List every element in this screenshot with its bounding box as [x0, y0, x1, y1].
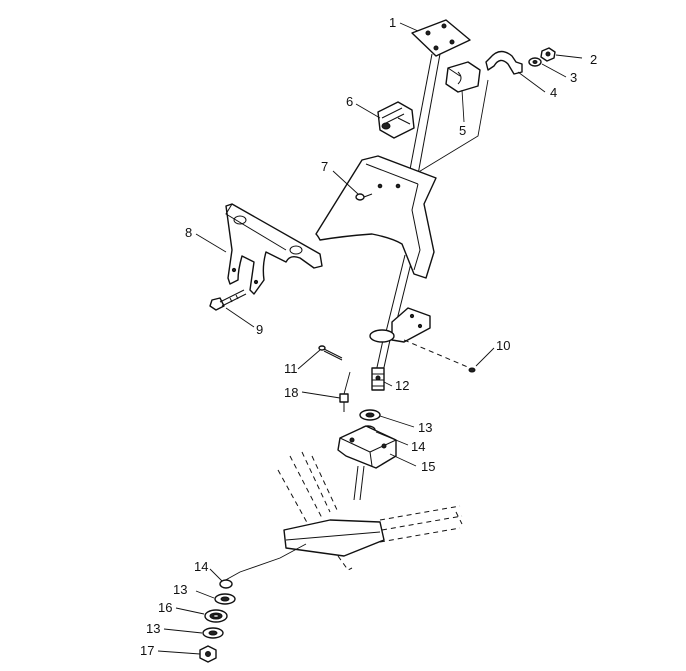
- callout-3: 3: [570, 70, 577, 85]
- callout-6: 6: [346, 94, 353, 109]
- callout-18: 18: [284, 385, 298, 400]
- part-6-rubber-block: [377, 101, 415, 139]
- steering-post: [375, 53, 441, 373]
- callout-1: 1: [389, 15, 396, 30]
- part-4-u-clamp: [485, 50, 523, 75]
- callout-7: 7: [321, 159, 328, 174]
- part-2-nut: [540, 47, 556, 62]
- callout-17: 17: [140, 643, 154, 658]
- callout-15: 15: [421, 459, 435, 474]
- callout-8: 8: [185, 225, 192, 240]
- callout-labels: 1 2 3 4 5 6 7 8 9 10 11 12 18 13 14 15 1…: [140, 15, 597, 658]
- callout-13-middle: 13: [173, 582, 187, 597]
- frame-chassis: [277, 451, 463, 571]
- callout-10: 10: [496, 338, 510, 353]
- part-10-screw: [468, 367, 476, 373]
- callout-9: 9: [256, 322, 263, 337]
- part-16-bearing: [204, 609, 228, 623]
- part-8-bracket: [225, 203, 323, 295]
- callout-2: 2: [590, 52, 597, 67]
- part-11-cotter-pin: [318, 345, 343, 361]
- part-9-bolt: [209, 289, 247, 311]
- part-13-washer-middle: [214, 593, 236, 605]
- part-5-clamp-block: [445, 61, 481, 93]
- part-18-pin: [339, 371, 351, 412]
- console-panel: [315, 155, 437, 279]
- callout-16: 16: [158, 600, 172, 615]
- part-3-washer: [528, 57, 542, 67]
- part-12-shaft-end: [371, 367, 385, 391]
- part-17-castle-nut: [199, 645, 217, 663]
- part-14-ring-lower: [219, 579, 233, 589]
- steering-support-plate: [369, 307, 431, 343]
- callout-4: 4: [550, 85, 557, 100]
- part-13-washer-lower: [202, 627, 224, 639]
- callout-14-lower: 14: [194, 559, 208, 574]
- part-15-steering-block: [337, 425, 397, 469]
- part-1-handlebar-plate: [411, 19, 471, 57]
- part-13-washer-upper: [359, 409, 381, 421]
- callout-5: 5: [459, 123, 466, 138]
- part-7-screw: [355, 193, 373, 201]
- callout-14-upper: 14: [411, 439, 425, 454]
- callout-12: 12: [395, 378, 409, 393]
- callout-13-upper: 13: [418, 420, 432, 435]
- callout-leaders: [157, 22, 583, 655]
- callout-11: 11: [284, 361, 298, 376]
- callout-13-lower: 13: [146, 621, 160, 636]
